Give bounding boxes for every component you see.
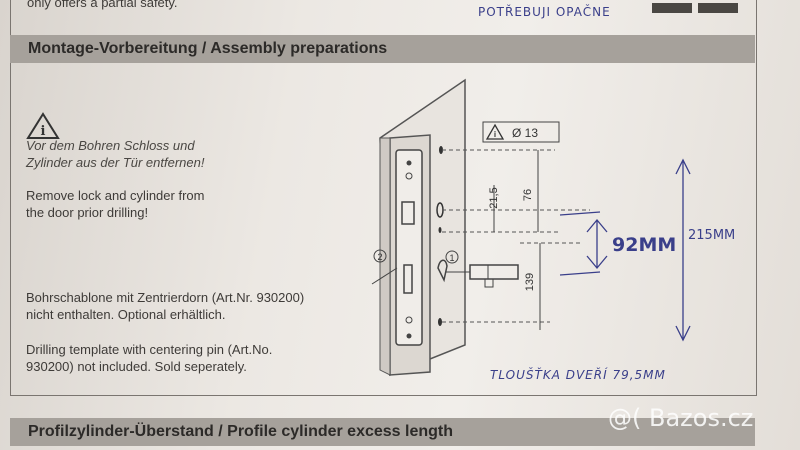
svg-text:2: 2 <box>377 252 382 262</box>
section-title: Montage-Vorbereitung / Assembly preparat… <box>28 40 388 57</box>
dim-76: 76 <box>522 189 534 201</box>
instruction-de-template: Bohrschablone mit Zentrierdorn (Art.Nr. … <box>26 290 305 322</box>
section-header-cylinder: Profilzylinder-Überstand / Profile cylin… <box>10 418 755 446</box>
instruction-en-template: Drilling template with centering pin (Ar… <box>26 342 273 374</box>
diameter-label: Ø 13 <box>512 126 538 140</box>
lock-case <box>395 149 423 346</box>
handwritten-door-thickness: TLOUŠŤKA DVEŘÍ 79,5MM <box>490 368 666 382</box>
instruction-de-remove: Vor dem Bohren Schloss und Zylinder aus … <box>26 138 205 170</box>
warning-info-icon: i <box>26 112 60 139</box>
door-side <box>379 137 391 376</box>
dim-139: 139 <box>524 273 536 291</box>
section-title: Profilzylinder-Überstand / Profile cylin… <box>28 423 454 440</box>
svg-text:i: i <box>494 130 496 139</box>
latch <box>401 201 415 225</box>
section-frame <box>10 0 757 396</box>
step-2-marker <box>373 249 387 263</box>
profile-cylinder <box>469 264 519 280</box>
handwritten-dim-92: 92MM <box>612 234 677 256</box>
svg-text:i: i <box>41 124 46 139</box>
handwritten-dim-215: 215MM <box>688 228 736 243</box>
handle <box>437 259 448 283</box>
top-note: only offers a partial safety. <box>27 0 178 10</box>
svg-text:1: 1 <box>449 253 454 263</box>
cylinder-slot <box>403 264 413 294</box>
watermark: @( Bazos.cz <box>608 404 754 432</box>
handwritten-note-top: POTŘEBUJI OPAČNE <box>478 5 611 19</box>
dim-21-5: 21,5 <box>488 187 500 208</box>
diameter-box <box>482 121 560 143</box>
section-header-assembly: Montage-Vorbereitung / Assembly preparat… <box>10 35 755 63</box>
step-1-marker <box>445 250 459 264</box>
top-blocks <box>652 0 744 18</box>
instruction-en-remove: Remove lock and cylinder from the door p… <box>26 188 205 220</box>
